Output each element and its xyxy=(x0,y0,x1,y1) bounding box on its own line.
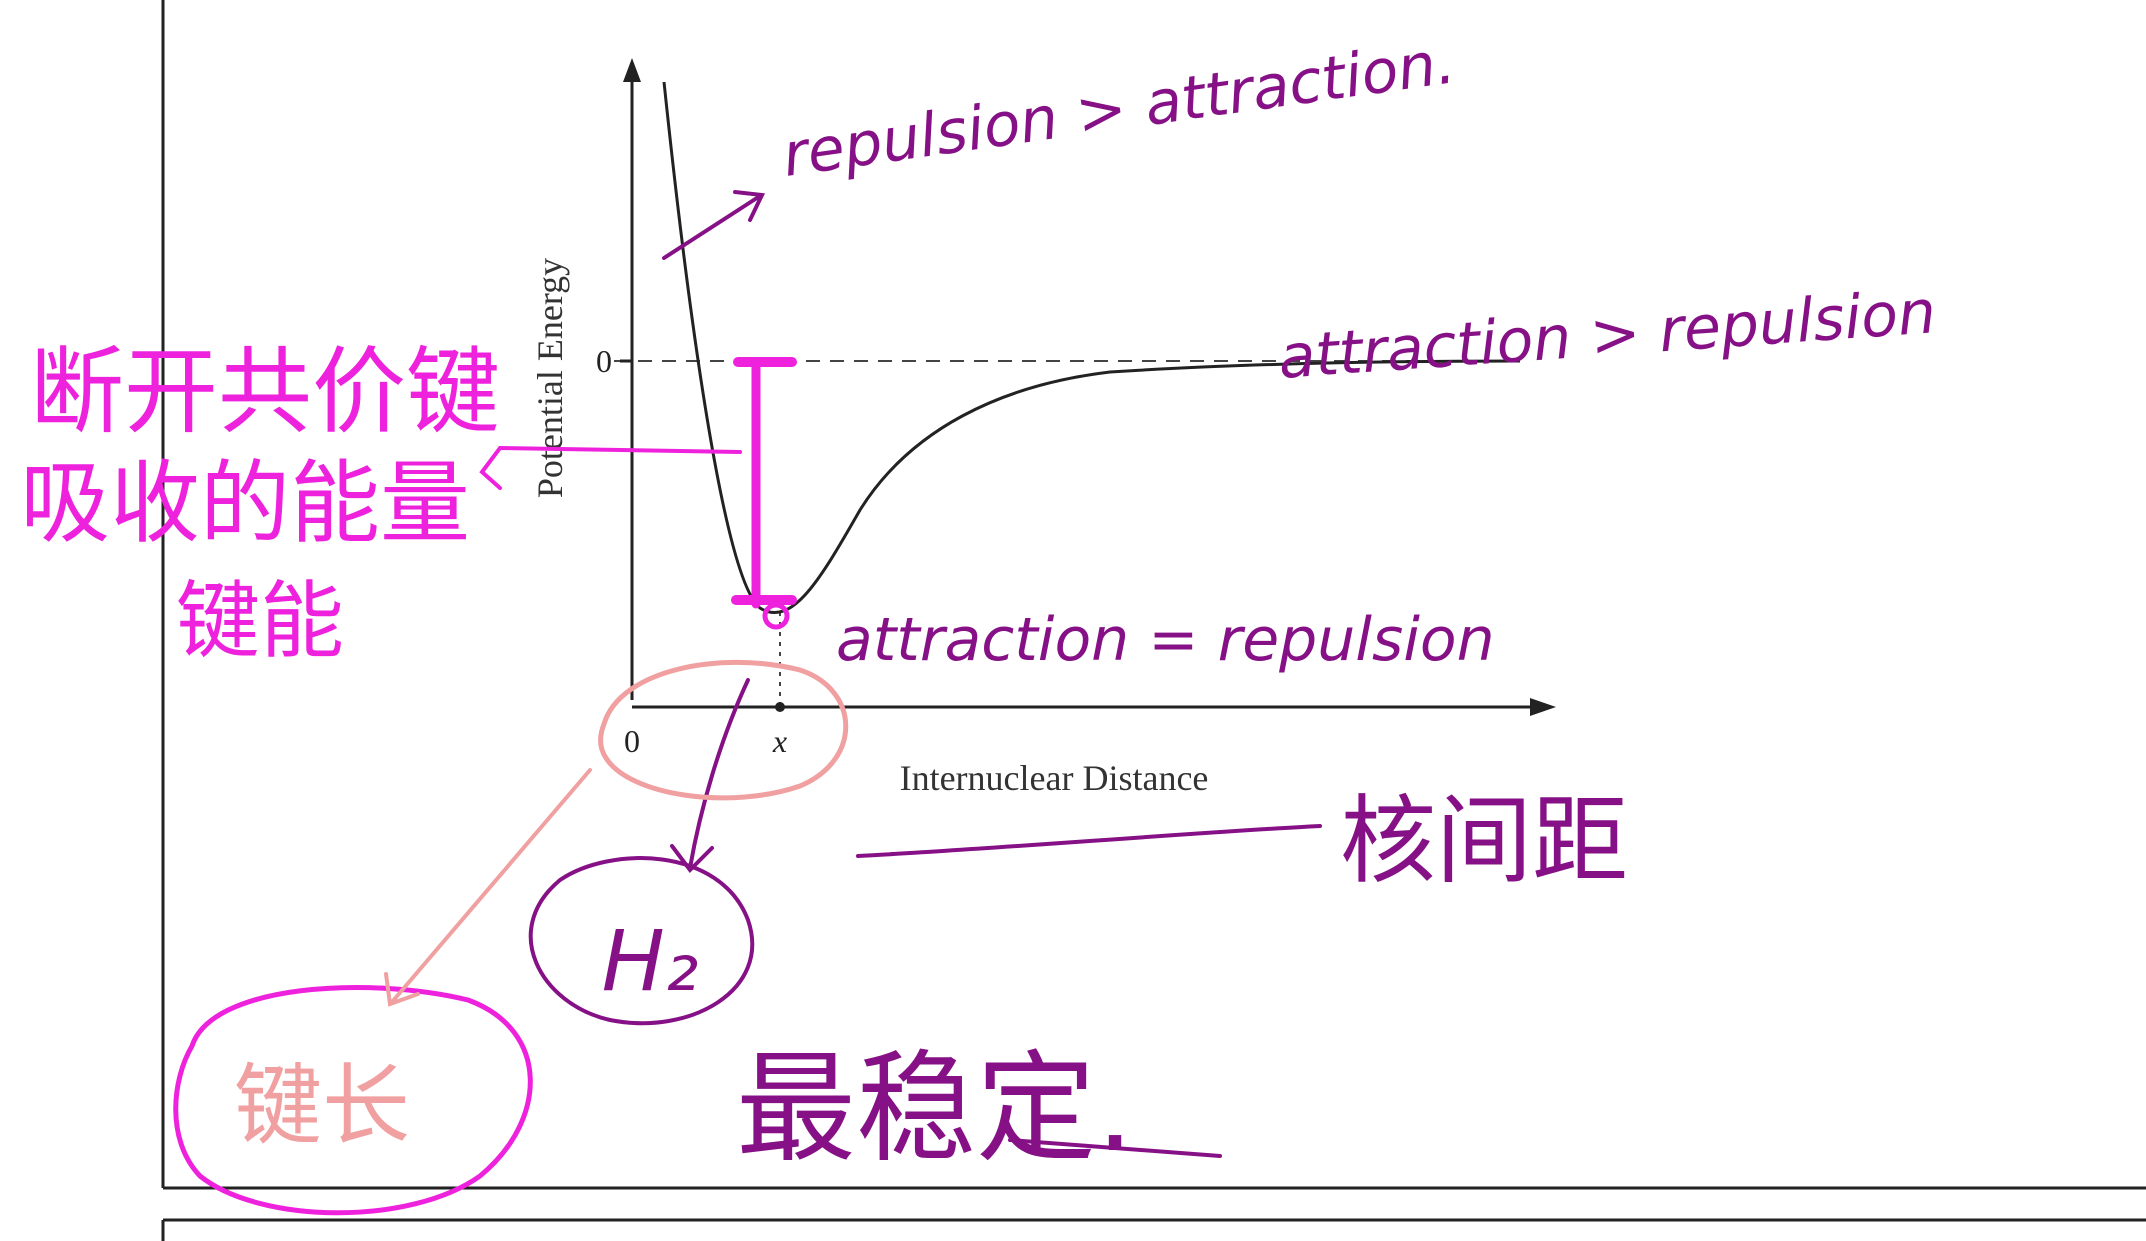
nuclear-distance-note: 核间距 xyxy=(1340,785,1628,897)
x-axis-arrowhead xyxy=(1530,698,1556,716)
potential-energy-curve xyxy=(662,81,1521,615)
bond-length-note: 键长 xyxy=(234,1054,410,1157)
origin-region-circle xyxy=(598,659,849,801)
x-axis-title: Internuclear Distance xyxy=(900,758,1209,798)
magenta-annotations: 断开共价键 吸收的能量 键能 xyxy=(20,338,797,1216)
y-axis-title: Potential Energy xyxy=(530,258,570,498)
y-axis-arrowhead xyxy=(623,58,641,82)
nuclear-distance-underline xyxy=(856,824,1322,858)
absorbed-energy-note: 吸收的能量 xyxy=(20,451,470,556)
most-stable-note: 最稳定. xyxy=(736,1040,1134,1179)
y-zero-label: 0 xyxy=(596,343,612,379)
h2-pointer-arrow xyxy=(670,678,750,874)
repulsion-dominant-note: repulsion > attraction. xyxy=(778,27,1459,191)
h2-molecule-circle xyxy=(528,856,755,1026)
x-origin-label: 0 xyxy=(624,723,640,759)
bond-energy-leader xyxy=(479,445,742,490)
x-equilibrium-label: x xyxy=(772,723,787,759)
repulsion-arrow xyxy=(662,190,766,260)
most-stable-underline xyxy=(1008,1138,1222,1158)
h2-molecule-label: H₂ xyxy=(602,912,699,1010)
equilibrium-x-point xyxy=(775,702,785,712)
bond-length-arrow xyxy=(384,768,592,1007)
printed-figure: 0 0 x Internuclear Distance Potential En… xyxy=(530,58,1556,798)
salmon-annotations: 键长 xyxy=(234,659,849,1157)
attraction-dominant-note: attraction > repulsion xyxy=(1276,277,1938,393)
equilibrium-note: attraction = repulsion xyxy=(836,605,1495,675)
bond-energy-note: 键能 xyxy=(176,572,344,670)
bond-length-circle xyxy=(173,985,533,1216)
bond-break-note: 断开共价键 xyxy=(30,338,500,447)
equilibrium-minimum-mark xyxy=(762,602,790,630)
page-frame xyxy=(161,0,2146,1241)
